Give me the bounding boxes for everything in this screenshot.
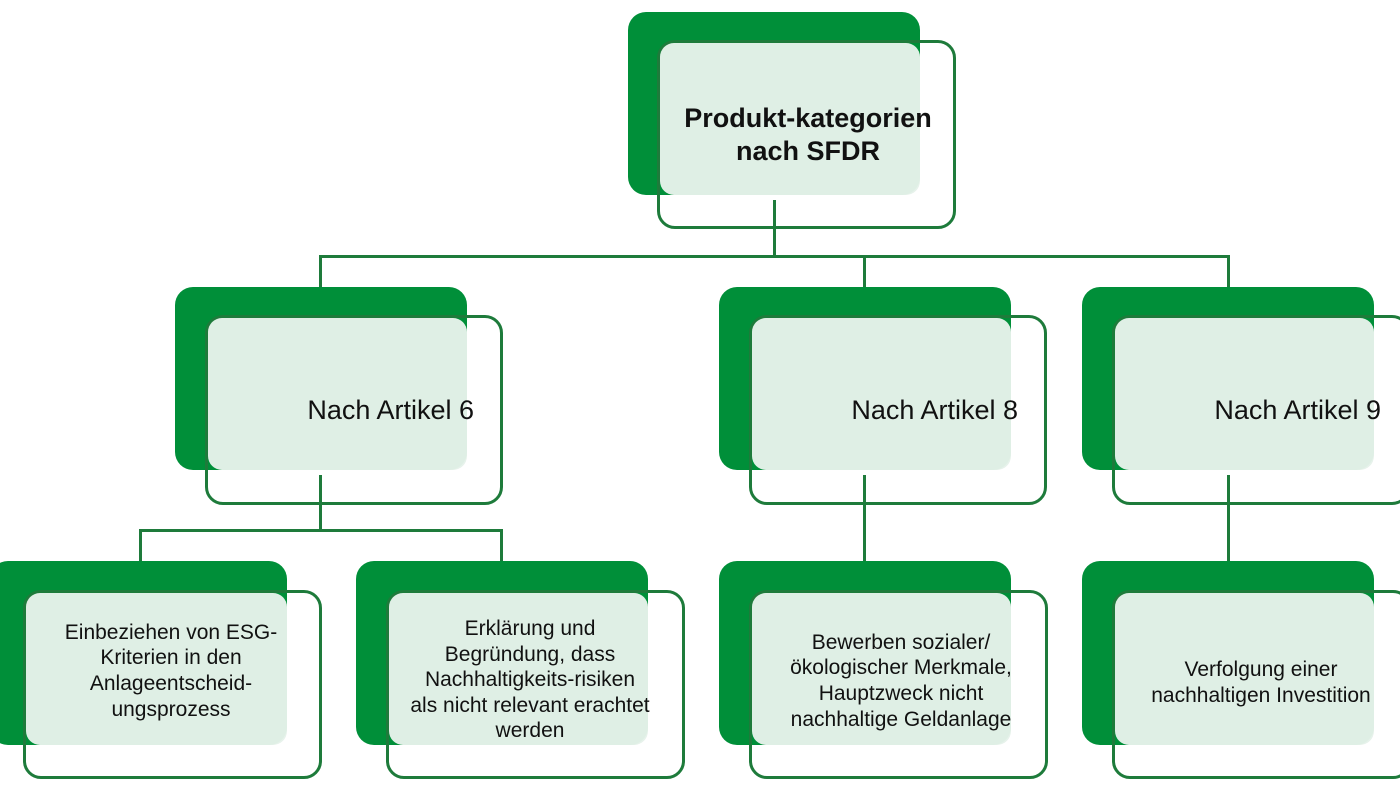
connector-to-artikel-6 bbox=[319, 255, 322, 288]
node-artikel-9-frame bbox=[1112, 315, 1400, 505]
node-esg-kriterien-fill bbox=[26, 593, 287, 745]
node-artikel-6-fill bbox=[208, 318, 467, 470]
connector-root-down bbox=[773, 200, 776, 258]
node-esg-kriterien-frame bbox=[23, 590, 322, 779]
node-erklaerung-fill bbox=[389, 593, 648, 745]
node-artikel-9-fill bbox=[1115, 318, 1374, 470]
node-bewerben-frame bbox=[749, 590, 1048, 779]
node-erklaerung-frame bbox=[386, 590, 685, 779]
root-node-label: Produkt-kategorien nach SFDR bbox=[684, 103, 932, 166]
node-bewerben-label: Bewerben sozialer/ ökologischer Merkmale… bbox=[790, 630, 1012, 731]
node-artikel-6-label: Nach Artikel 6 bbox=[307, 394, 474, 425]
connector-artikel-9-down bbox=[1227, 475, 1230, 562]
node-verfolgung-fill bbox=[1115, 593, 1374, 745]
node-artikel-6-frame bbox=[205, 315, 503, 505]
node-bewerben-fill bbox=[752, 593, 1011, 745]
connector-artikel-6-horizontal bbox=[139, 529, 503, 532]
connector-to-esg-kriterien bbox=[139, 529, 142, 561]
node-artikel-8-frame bbox=[749, 315, 1047, 505]
node-erklaerung-label: Erklärung und Begründung, dass Nachhalti… bbox=[410, 616, 650, 743]
node-artikel-9-label: Nach Artikel 9 bbox=[1214, 394, 1381, 425]
node-verfolgung-frame bbox=[1112, 590, 1400, 779]
node-verfolgung-label: Verfolgung einer nachhaltigen Investitio… bbox=[1151, 658, 1371, 707]
connector-artikel-8-down bbox=[863, 475, 866, 562]
node-esg-kriterien-label: Einbeziehen von ESG-Kriterien in den Anl… bbox=[64, 620, 278, 721]
connector-level1-horizontal bbox=[319, 255, 1230, 258]
connector-to-artikel-8 bbox=[863, 255, 866, 288]
node-artikel-8-fill bbox=[752, 318, 1011, 470]
connector-to-artikel-9 bbox=[1227, 255, 1230, 288]
root-node-fill bbox=[660, 43, 920, 195]
connector-to-erklaerung bbox=[500, 529, 503, 561]
root-node-frame bbox=[657, 40, 956, 229]
node-artikel-8-label: Nach Artikel 8 bbox=[851, 394, 1018, 425]
